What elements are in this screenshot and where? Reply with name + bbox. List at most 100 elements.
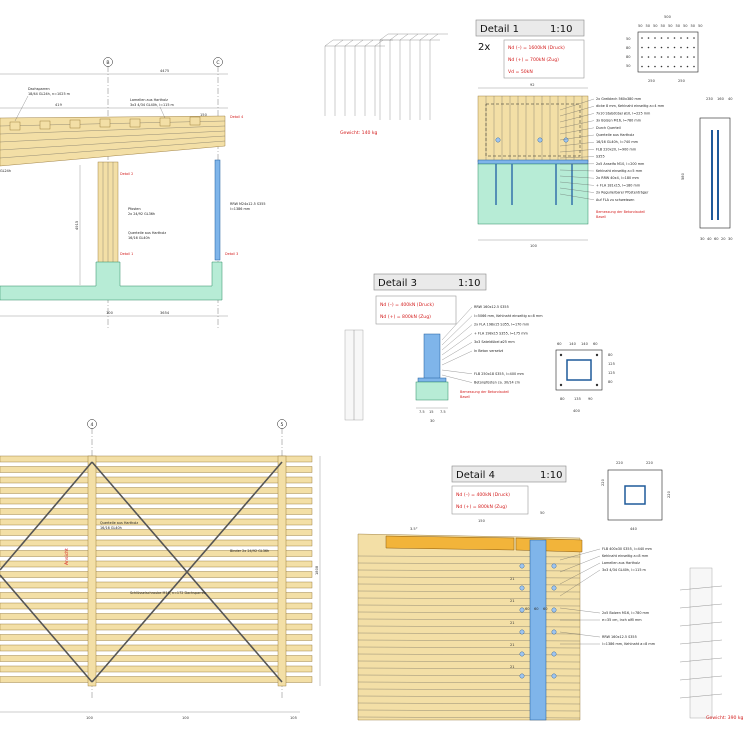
iso-post-top [389, 33, 399, 41]
plan-plank [0, 539, 313, 547]
detail3-callout: FLB 250x18 S355, l=400 mm [474, 372, 525, 376]
detail1-leader [559, 127, 595, 135]
detail1-leader [559, 175, 595, 179]
detail4-bolt [519, 629, 525, 635]
detail3-plate [417, 377, 447, 383]
gl-label: GL24h [0, 169, 11, 173]
detail4-title: Detail 4 [456, 470, 495, 481]
detail3-plate-dim-bottom: 135 [574, 397, 581, 401]
iso-post-top [374, 39, 384, 47]
dim-vert: 4915 [75, 221, 79, 230]
detail1-plate-dim: 50 [676, 24, 681, 28]
axis-5-label: 5 [281, 422, 284, 428]
detail1-side-dim-bottom: 60 [714, 237, 719, 241]
detail4-leader [559, 548, 601, 561]
iso-post-top [324, 39, 334, 47]
iso-post-top [419, 33, 429, 41]
detail4-angle: 3.5° [410, 527, 418, 531]
iso-post-top [409, 33, 419, 41]
detail4-side-dim: 21 [510, 665, 515, 669]
plan-dim-bottom-1: 100 [86, 716, 94, 720]
detail3-load-1: Nd (–) = 400kN (Druck) [380, 302, 434, 308]
detail3-load-box [375, 295, 457, 325]
detail1-plate-hole [686, 56, 689, 58]
detail4-bolt [551, 607, 557, 613]
iso4-column [689, 567, 713, 719]
detail1-plate-hole [667, 56, 669, 58]
dim-bottom-1: 100 [106, 311, 114, 315]
detail1-bolt [495, 137, 501, 143]
elevation-view: B C 4475 419 150 Dachsparren 18/44 GL24h… [0, 57, 266, 330]
detail4-callout: 3x3 4/34 GL40h, l=115 m [602, 568, 647, 572]
dim-bottom-2: 3654 [160, 311, 170, 315]
iso-post-top [379, 33, 389, 41]
detail1-callout: 2x5 Anseifa M10, l=200 mm [596, 162, 645, 166]
detail3-title: Detail 3 [378, 278, 417, 289]
dim-right: 150 [200, 113, 208, 117]
detail1-title: Detail 1 [480, 24, 519, 35]
weight-detail1: Gewicht: 140 kg [340, 130, 378, 136]
detail4-bolt [551, 585, 557, 591]
detail1-plate-hole [660, 56, 663, 58]
detail1-plate-hole [641, 37, 643, 39]
detail4-callout: Lamellen aus Hartholz [602, 561, 640, 565]
detail1-plate-hole [647, 46, 650, 49]
axis-bubble-c [213, 57, 223, 67]
detail1-leader [559, 193, 595, 200]
detail3-callout: 2x FLA 198x15 S355, l=170 mm [474, 323, 530, 327]
detail4-bolt [551, 673, 557, 679]
detail4-leader [559, 569, 601, 597]
detail3-plate-plan [555, 349, 603, 391]
detail1-title-box [475, 19, 585, 37]
detail1-plate-hole [673, 65, 676, 68]
detail4-callout: RRW 160x12.5 S355 [602, 635, 637, 639]
plan-plank [0, 466, 313, 473]
detail4-top-beam [385, 535, 515, 551]
detail4-bolt [519, 673, 525, 679]
weight-detail4: Gewicht: 390 kg [706, 715, 744, 721]
detail1-gusset-outline [485, 103, 581, 157]
plan-plank [0, 592, 313, 599]
detail3-plate-side-dim: 80 [608, 380, 613, 384]
plan-view: 4 5 Querteile aus Hartholz 16/16 GL40h B… [0, 419, 321, 720]
detail1-plate-hole [654, 46, 656, 49]
detail4-bolt [551, 563, 557, 569]
roof-rafter-line [0, 130, 226, 143]
detail1-plate-hole [680, 56, 682, 58]
detail3-leader [441, 350, 473, 366]
detail1-plate-hole [647, 65, 650, 68]
roof-rafter-line [0, 120, 226, 127]
detail4-top-dim-1: 150 [478, 519, 486, 523]
detail1-leader [559, 106, 595, 117]
axis-bubble-5 [277, 419, 287, 429]
plan-plank [0, 571, 313, 578]
detail1-plate-side-dim: 80 [626, 46, 631, 50]
detail1-plate-hole [654, 65, 656, 68]
detail4-plate-dim-3: 220 [601, 478, 605, 486]
detail3-base-note-1: Bemessung der Betondauteil [460, 390, 509, 394]
detail1-plate-dim: 50 [691, 24, 696, 28]
detail1-plate-dim-bottom: 250 [648, 79, 656, 83]
detail3-plate-side-dim: 125 [608, 362, 615, 366]
iso4-bolt [679, 585, 723, 591]
detail4: Detail 4 1:10 Nd (–) = 400kN (Druck) Nd … [357, 461, 744, 721]
detail1-side-dim-top: 160 [717, 97, 725, 101]
iso-post-top [334, 39, 344, 47]
detail3-plate-dim-top: 140 [569, 342, 577, 346]
plan-dim-small: 105 [290, 716, 297, 720]
detail3-leader [441, 306, 473, 341]
detail1-callout: FLB 220x20, l=900 mm [596, 147, 637, 151]
detail1-plate-dim-bottom: 250 [678, 79, 686, 83]
iso-post-top [364, 39, 374, 47]
plan-plank [0, 581, 313, 589]
detail4-ref: Detail 4 [230, 115, 243, 119]
detail3-leader [441, 315, 473, 346]
roof-rafter-line [0, 125, 226, 135]
detail3-plate-dim-bottom: 90 [588, 397, 593, 401]
detail4-load-1: Nd (–) = 400kN (Druck) [456, 492, 510, 498]
plan-plank [0, 560, 313, 568]
detail4-callout: e=35 cm, inch alfll mm [602, 618, 642, 622]
axis-b-label: B [106, 60, 109, 66]
detail4-leader [559, 631, 601, 638]
detail3-plate-dim-top: 60 [557, 342, 562, 346]
